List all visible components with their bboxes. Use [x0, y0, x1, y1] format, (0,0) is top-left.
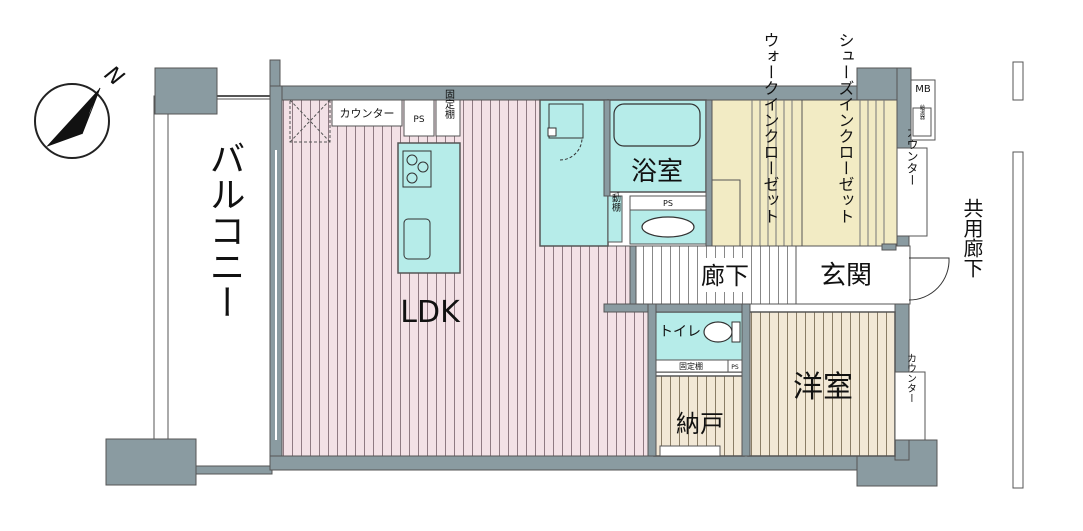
toilet-label: トイレ — [659, 324, 701, 340]
balcony — [105, 67, 273, 486]
counter-western — [894, 371, 926, 441]
western-room: 洋室 — [747, 311, 896, 457]
washing-machine-icon — [548, 103, 584, 139]
ps-toilet-label: PS — [731, 364, 739, 371]
counter-western-label: カウンター — [905, 353, 917, 403]
shoes-in-closet-label: シューズインクローゼット — [836, 32, 855, 224]
storage-room: 納戸 — [653, 375, 745, 457]
walkin-closet-label: ウォークインクローゼット — [761, 32, 780, 224]
sink-icon — [403, 218, 431, 260]
hallway: 廊下 — [633, 245, 797, 305]
fixed-shelf-toilet-label: 固定棚 — [679, 361, 703, 371]
corridor-rail-top — [1012, 61, 1024, 101]
bathtub-icon — [613, 103, 701, 147]
pillar-top-left — [154, 67, 218, 115]
north-arrow-icon — [46, 88, 100, 147]
counter-kitchen-label: カウンター — [340, 107, 395, 120]
counter-entrance-label: カウンター — [905, 126, 919, 186]
bath-room: 浴室 — [607, 99, 707, 193]
toilet-icon — [703, 321, 733, 343]
western-room-label: 洋室 — [793, 370, 853, 405]
compass: N — [34, 62, 128, 159]
walkin-closet: ウォークインクローゼット — [709, 32, 803, 247]
ps-kitchen-label: PS — [413, 115, 424, 125]
stove-icon — [402, 150, 432, 188]
entrance-door-icon — [908, 257, 950, 301]
fridge-space — [289, 99, 331, 143]
counter-entrance — [896, 147, 928, 237]
meter-label: 給湯器 — [919, 104, 925, 121]
ldk-label: LDK — [400, 295, 461, 330]
washroom: 可動棚 PS — [539, 99, 707, 247]
storage-label: 納戸 — [676, 410, 724, 438]
entrance-label: 玄関 — [820, 261, 872, 291]
fixed-shelf-kitchen-label: 固定棚 — [443, 89, 455, 120]
mb-label: MB — [915, 84, 931, 95]
hallway-label: 廊下 — [701, 262, 749, 290]
entrance: 玄関 — [795, 245, 950, 305]
balcony-label: バルコニー — [204, 140, 245, 320]
common-corridor-label: 共用廊下 — [960, 198, 984, 278]
movable-shelf-label: 可動棚 — [610, 184, 621, 212]
pillar-bottom-left — [105, 438, 197, 486]
corridor-rail — [1012, 151, 1024, 489]
bath-label: 浴室 — [631, 157, 683, 187]
toilet-room: トイレ 固定棚 PS — [653, 311, 745, 373]
north-label: N — [99, 62, 128, 92]
wash-basin-icon — [641, 216, 695, 238]
ps-wash-label: PS — [663, 199, 673, 208]
shoes-in-closet: シューズインクローゼット — [801, 32, 898, 247]
interior-walls — [603, 99, 897, 457]
